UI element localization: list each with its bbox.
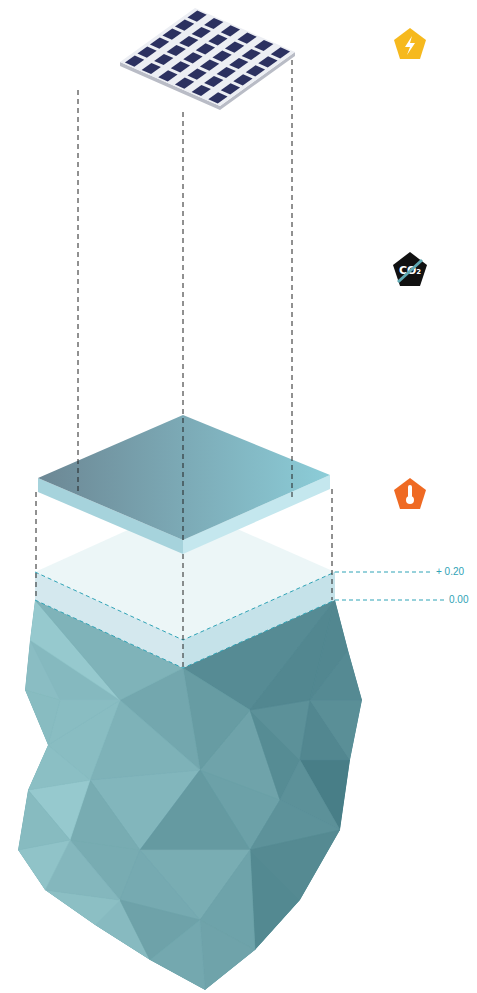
- rock-facet: [28, 745, 90, 790]
- pv-cell: [187, 69, 206, 80]
- rock-facet: [310, 700, 362, 760]
- pv-cell: [192, 27, 211, 38]
- rock-facet: [18, 790, 70, 850]
- pv-cell: [242, 49, 261, 60]
- pv-cell: [171, 61, 190, 72]
- pv-cell: [237, 33, 256, 44]
- pv-cell: [183, 52, 202, 63]
- rock-facet: [150, 920, 205, 990]
- pv-cell: [271, 47, 290, 58]
- rock-facet: [25, 690, 60, 745]
- level-dimension: + 0.20: [436, 566, 464, 578]
- pv-cell: [254, 40, 273, 51]
- strike-line: [391, 251, 429, 289]
- pv-cell: [221, 25, 240, 36]
- solar-panel: [120, 8, 295, 110]
- pv-cell: [167, 45, 186, 56]
- pv-cell: [125, 56, 144, 67]
- pv-cell: [217, 67, 236, 78]
- pv-cell: [233, 74, 252, 85]
- pv-cell: [221, 83, 240, 94]
- pv-cell: [196, 43, 215, 54]
- ground-layers: [35, 505, 445, 668]
- pv-cell: [200, 60, 219, 71]
- pv-cell: [179, 36, 198, 47]
- rock-facet: [250, 830, 340, 900]
- pv-cell: [246, 65, 265, 76]
- co2-icon: CO₂: [391, 251, 429, 289]
- pv-cell: [154, 54, 173, 65]
- pv-cell: [204, 76, 223, 87]
- rock-facet: [200, 920, 255, 990]
- pv-cell: [229, 58, 248, 69]
- pv-cell: [212, 51, 231, 62]
- rock-facet: [140, 770, 250, 850]
- temperature-icon: [394, 478, 426, 509]
- rock-facet: [310, 600, 348, 700]
- pv-cell: [137, 47, 156, 58]
- pv-cell: [175, 78, 194, 89]
- panel-frame: [120, 8, 295, 106]
- pv-cell: [158, 70, 177, 81]
- rock-facet: [250, 700, 310, 760]
- level-dimension: 0.00: [449, 594, 468, 606]
- projection-lines: [36, 60, 332, 668]
- pv-cell: [225, 42, 244, 53]
- pv-cell: [150, 38, 169, 49]
- pv-cell: [162, 29, 181, 40]
- energy-icon: [394, 28, 426, 59]
- pv-cell: [142, 63, 161, 74]
- pv-cell: [204, 18, 223, 29]
- rock-facet: [48, 700, 120, 745]
- insulation-slab: [38, 415, 330, 554]
- pv-cell: [258, 56, 277, 67]
- pv-cell: [208, 34, 227, 45]
- pv-cell: [175, 20, 194, 31]
- pv-cell: [208, 92, 227, 103]
- pv-cell: [192, 85, 211, 96]
- pv-cell: [187, 11, 206, 22]
